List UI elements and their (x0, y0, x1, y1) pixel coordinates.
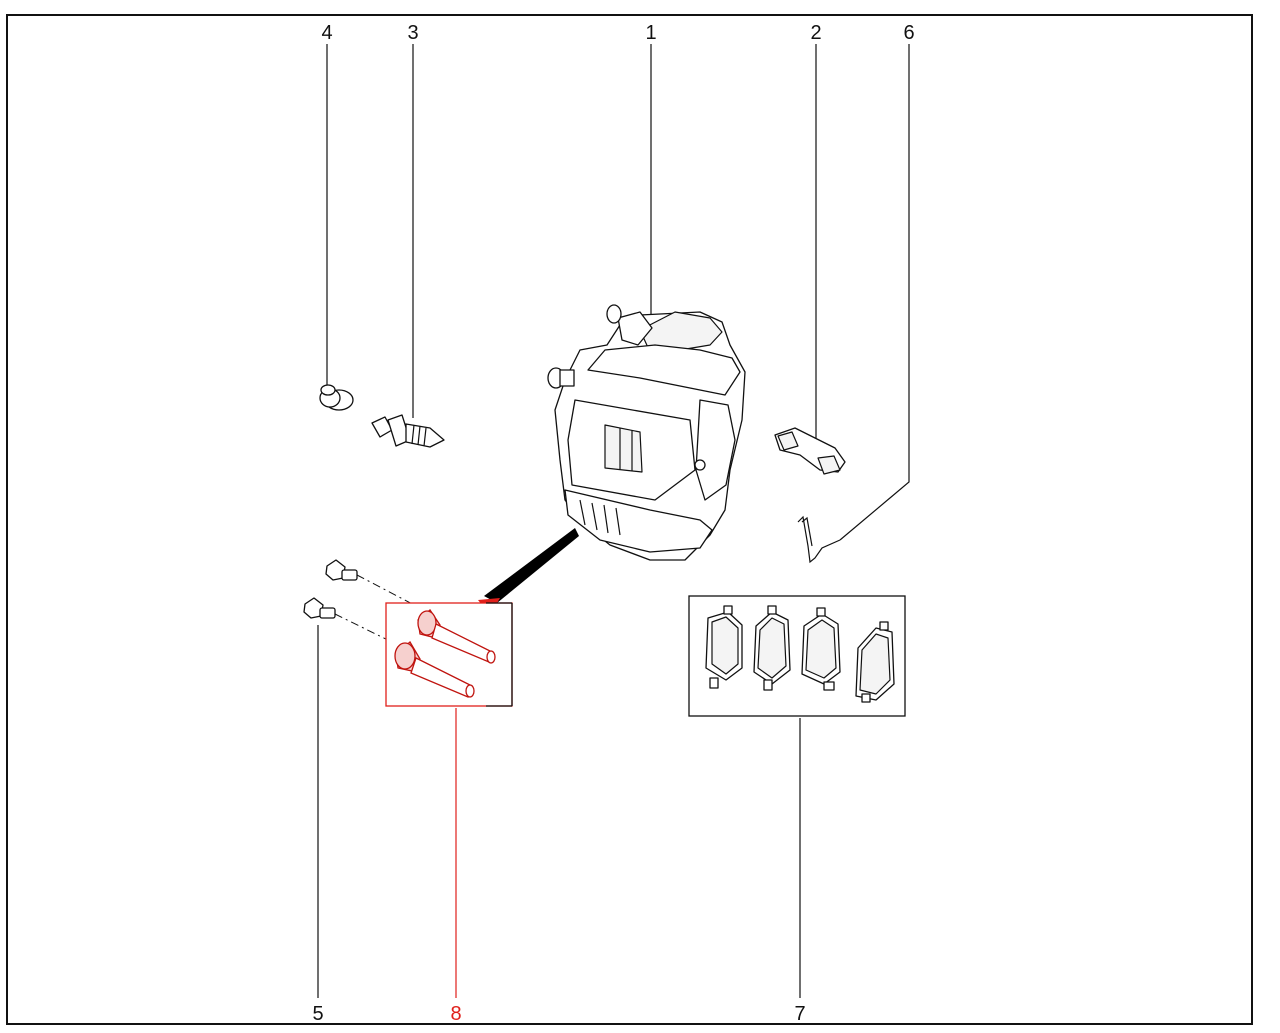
part-4-dust-cap[interactable] (319, 384, 354, 411)
leader-line-6 (839, 44, 910, 541)
callout-label-6[interactable]: 6 (903, 22, 914, 44)
part-2-retaining-clip[interactable] (774, 427, 846, 475)
callout-label-3[interactable]: 3 (407, 22, 418, 44)
part-6-spring-wire[interactable] (797, 515, 841, 564)
part-7-brake-pads[interactable] (688, 595, 906, 717)
part-8-guide-pin-kit[interactable] (385, 602, 513, 707)
callout-label-7[interactable]: 7 (794, 1003, 805, 1025)
callout-label-2[interactable]: 2 (810, 22, 821, 44)
pointer-arrow (484, 528, 579, 603)
callout-label-1[interactable]: 1 (645, 22, 656, 44)
callout-label-5[interactable]: 5 (312, 1003, 323, 1025)
callout-label-4[interactable]: 4 (321, 22, 332, 44)
callout-label-8[interactable]: 8 (450, 1003, 461, 1025)
part-1-brake-caliper[interactable] (547, 304, 746, 561)
part-3-bleeder-screw[interactable] (371, 414, 445, 448)
